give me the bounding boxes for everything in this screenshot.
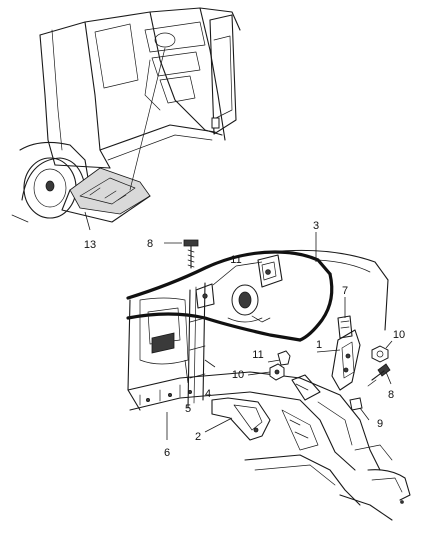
- callout-6: 6: [164, 447, 170, 459]
- callout-7: 7: [342, 285, 348, 297]
- callout-2: 2: [195, 431, 201, 443]
- callout-3: 3: [313, 220, 319, 232]
- callout-5: 5: [185, 403, 191, 415]
- callout-11: 11: [252, 349, 263, 361]
- bumper-assembly: [126, 239, 411, 521]
- callout-8-right: 8: [388, 389, 394, 401]
- callout-10-right: 10: [393, 329, 405, 341]
- callout-13: 11: [230, 254, 241, 266]
- callout-1: 1: [316, 339, 322, 351]
- leader-lines: [84, 211, 393, 440]
- callouts: 13 8 11 3 7 1 10 8 11 10 4 5 6 2 9: [84, 220, 405, 459]
- callout-8-upper: 8: [147, 238, 153, 250]
- callout-12: 13: [84, 239, 96, 251]
- callout-10-left: 10: [232, 369, 244, 381]
- vehicle-inset: [11, 7, 241, 223]
- callout-9: 9: [377, 418, 383, 430]
- callout-4: 4: [205, 388, 211, 400]
